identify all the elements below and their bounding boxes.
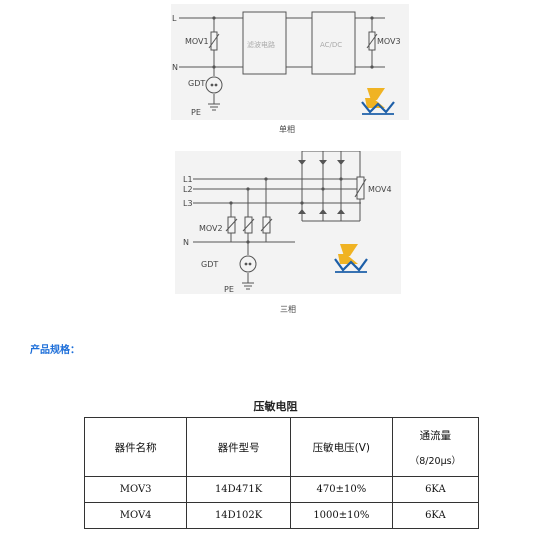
three-phase-circuit: L1 L2 L3 N MOV2 MOV4 GDT PE [183, 150, 392, 294]
table-row: MOV3 14D471K 470±10% 6KA [83, 476, 480, 503]
header-current-capacity-sub: （8/20μs） [409, 455, 462, 467]
mov2-label: MOV2 [199, 224, 223, 233]
mov4-label: MOV4 [368, 185, 392, 194]
table-title: 压敏电阻 [253, 400, 298, 413]
line-l3-label: L3 [183, 199, 193, 208]
single-phase-caption: 单相 [279, 125, 295, 134]
pe-label: PE [224, 285, 234, 294]
cell-device-name: MOV3 [83, 476, 188, 503]
company-logo [334, 244, 368, 273]
table-row: MOV4 14D102K 1000±10% 6KA [83, 502, 480, 529]
pe-label: PE [191, 108, 201, 117]
cell-device-model: 14D471K [186, 476, 291, 503]
three-phase-caption: 三相 [280, 305, 296, 314]
header-current-capacity: 通流量 （8/20μs） [391, 417, 480, 477]
company-logo [361, 88, 395, 115]
varistor-spec-table: 器件名称 器件型号 压敏电压(V) 通流量 （8/20μs） MOV3 14D4… [83, 417, 480, 529]
line-l-label: L [172, 14, 177, 23]
filter-circuit-label: 滤波电路 [247, 40, 275, 49]
acdc-label: AC/DC [320, 41, 342, 49]
cell-varistor-voltage: 470±10% [289, 476, 393, 503]
line-l1-label: L1 [183, 175, 193, 184]
line-n-label: N [172, 63, 178, 72]
table-header-row: 器件名称 器件型号 压敏电压(V) 通流量 （8/20μs） [83, 417, 480, 477]
header-varistor-voltage: 压敏电压(V) [289, 417, 393, 477]
cell-device-name: MOV4 [83, 502, 188, 529]
gdt-label: GDT [201, 260, 218, 269]
cell-current-capacity: 6KA [391, 476, 480, 503]
mov3-label: MOV3 [377, 37, 401, 46]
mov1-label: MOV1 [185, 37, 209, 46]
product-spec-heading: 产品规格： [30, 345, 80, 356]
cell-varistor-voltage: 1000±10% [289, 502, 393, 529]
gdt-label: GDT [188, 79, 205, 88]
header-device-name: 器件名称 [83, 417, 188, 477]
header-current-capacity-label: 通流量 [419, 429, 452, 442]
line-l2-label: L2 [183, 185, 193, 194]
single-phase-circuit: L N MOV1 GDT PE MOV3 滤波电路 AC/DC [172, 11, 401, 117]
single-phase-diagram: L N MOV1 GDT PE MOV3 滤波电路 AC/DC [171, 4, 409, 120]
three-phase-diagram: L1 L2 L3 N MOV2 MOV4 GDT PE [175, 150, 401, 294]
cell-current-capacity: 6KA [391, 502, 480, 529]
line-n-label: N [183, 238, 189, 247]
header-device-model: 器件型号 [186, 417, 291, 477]
cell-device-model: 14D102K [186, 502, 291, 529]
